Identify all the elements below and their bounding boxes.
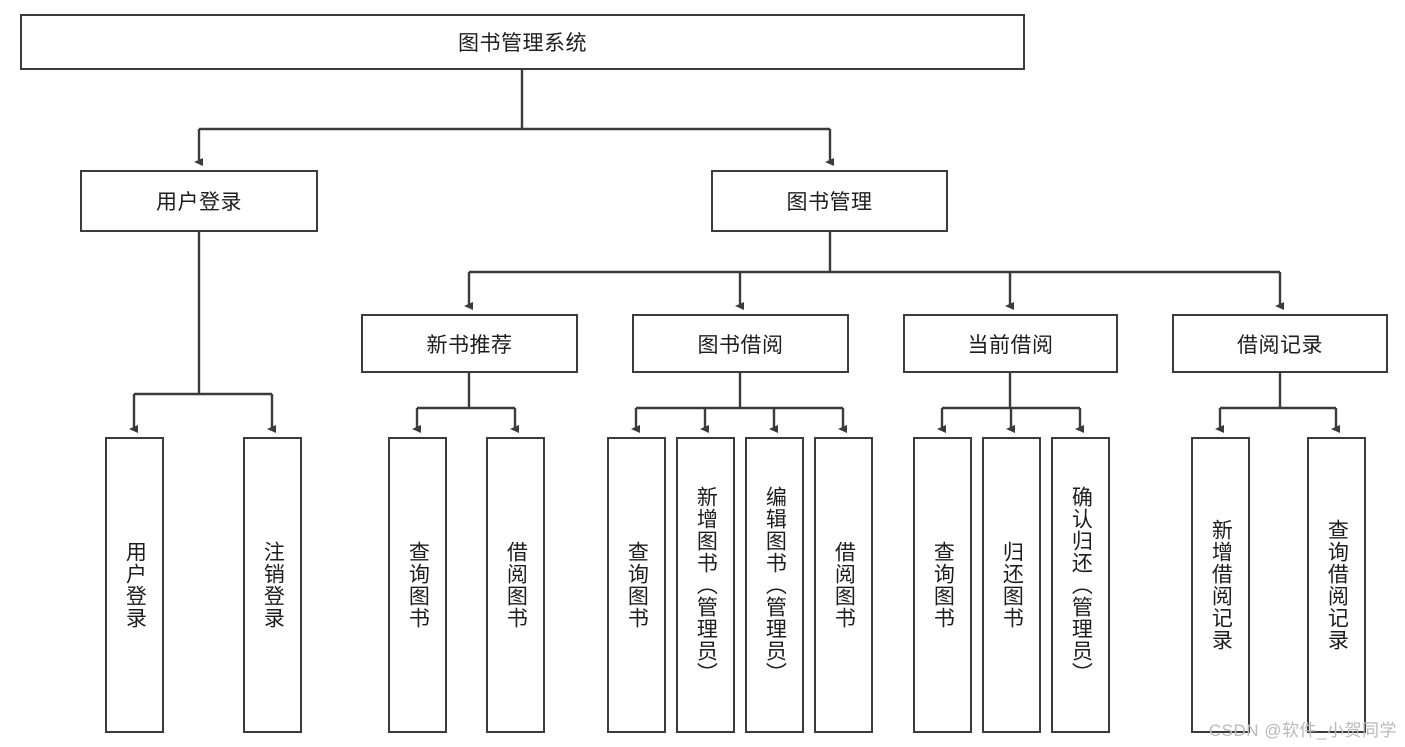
node-leaf-borrow-book-new[interactable]: 借阅图书	[486, 437, 545, 733]
node-leaf-logout[interactable]: 注销登录	[243, 437, 302, 733]
node-leaf-return-book[interactable]: 归还图书	[982, 437, 1041, 733]
csdn-watermark: CSDN @软件_小贺同学	[1208, 721, 1397, 740]
node-leaf-query-book-borrow[interactable]: 查询图书	[607, 437, 666, 733]
node-new-book-recommend[interactable]: 新书推荐	[361, 314, 578, 373]
node-borrow-record[interactable]: 借阅记录	[1172, 314, 1388, 373]
node-root-system[interactable]: 图书管理系统	[20, 14, 1025, 70]
node-current-borrow[interactable]: 当前借阅	[903, 314, 1118, 373]
node-leaf-user-login[interactable]: 用户登录	[105, 437, 164, 733]
node-leaf-add-record[interactable]: 新增借阅记录	[1191, 437, 1250, 733]
node-leaf-confirm-return[interactable]: 确认归还（管理员）	[1051, 437, 1110, 733]
node-leaf-borrow-book[interactable]: 借阅图书	[814, 437, 873, 733]
node-book-borrow[interactable]: 图书借阅	[632, 314, 849, 373]
node-leaf-query-record[interactable]: 查询借阅记录	[1307, 437, 1366, 733]
node-leaf-query-book-current[interactable]: 查询图书	[913, 437, 972, 733]
node-user-login[interactable]: 用户登录	[80, 170, 318, 232]
node-leaf-edit-book[interactable]: 编辑图书（管理员）	[745, 437, 804, 733]
node-leaf-add-book[interactable]: 新增图书（管理员）	[676, 437, 735, 733]
node-leaf-query-book-new[interactable]: 查询图书	[388, 437, 447, 733]
node-book-manage[interactable]: 图书管理	[711, 170, 948, 232]
